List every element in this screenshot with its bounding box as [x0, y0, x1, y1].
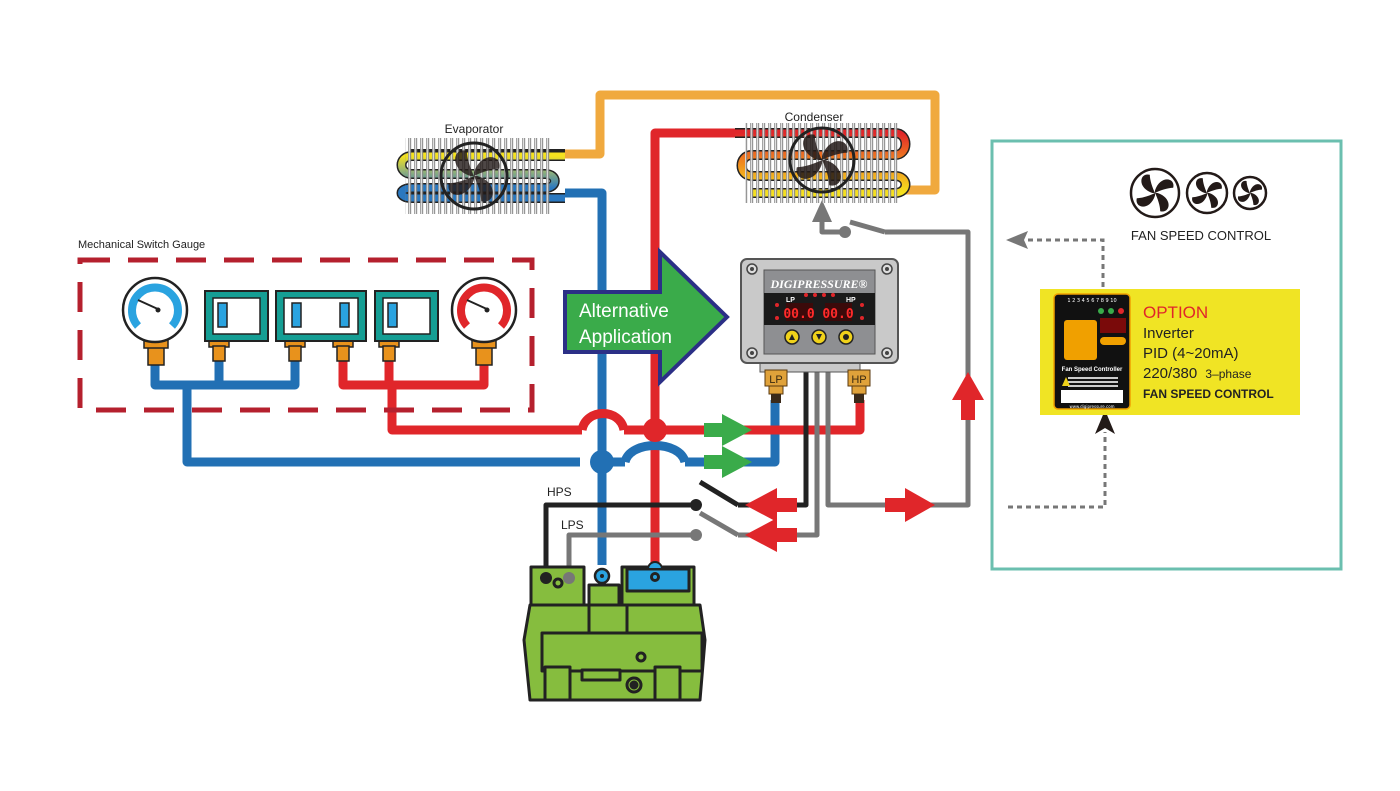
flow-arrow-red-line	[704, 414, 752, 446]
option-voltage-phase: 3–phase	[1205, 367, 1251, 381]
mechanical-switch-gauge-label: Mechanical Switch Gauge	[78, 239, 205, 251]
svg-text:1 2 3 4 5 6 7 8 9 10: 1 2 3 4 5 6 7 8 9 10	[1067, 298, 1116, 304]
dotted-arrow-up	[1095, 410, 1115, 434]
hp-display: 00.0	[822, 307, 853, 322]
fan-signal-arrow-up	[952, 372, 984, 420]
blue-junction	[590, 450, 614, 474]
lps-terminal	[563, 572, 575, 584]
hps-signal-arrow	[745, 488, 797, 522]
dotted-feedback-line-bottom	[1008, 432, 1107, 509]
condenser-fan-switch	[819, 215, 886, 235]
condenser-switch-pivot	[839, 226, 851, 238]
condenser: Condenser	[735, 110, 911, 203]
lps-signal-arrow	[745, 518, 797, 552]
hp-port: HP	[847, 369, 871, 403]
evaporator-label: Evaporator	[445, 122, 504, 136]
dotted-arrow-left	[1006, 231, 1028, 249]
digipressure-lp-label: LP	[786, 297, 795, 304]
lp-display: 00.0	[783, 307, 814, 322]
mechanical-switch-gauge-group: Mechanical Switch Gauge	[77, 239, 535, 413]
fan-icons	[1129, 167, 1268, 219]
condenser-label: Condenser	[785, 110, 844, 124]
red-junction	[643, 418, 667, 442]
discharge-pipe	[565, 90, 940, 195]
digipressure-brand: DIGIPRESSURE®	[770, 277, 868, 291]
condenser-fan-arrow	[812, 200, 832, 222]
hps-terminal	[540, 572, 552, 584]
svg-text:Fan Speed Controller: Fan Speed Controller	[1062, 367, 1123, 373]
hps-switch-pivot	[690, 499, 702, 511]
alternative-label-line1: Alternative	[579, 301, 669, 322]
alternative-application-arrow: Alternative Application	[563, 247, 730, 387]
digipressure-controller: DIGIPRESSURE® LP HP 00.0 00.0 LP HP	[740, 258, 899, 403]
digipressure-hp-label: HP	[846, 297, 856, 304]
fan-icon-small	[1232, 175, 1268, 211]
fan-speed-control-box: FAN SPEED CONTROL 1 2 3 4 5 6 7 8 9 10 F…	[990, 139, 1343, 571]
option-pid: PID (4~20mA)	[1143, 345, 1238, 362]
lps-switch-pivot	[690, 529, 702, 541]
pressure-switch-2	[374, 290, 439, 362]
high-pressure-gauge	[450, 276, 518, 366]
fan-signal-arrow-right	[885, 488, 935, 522]
suction-port	[593, 567, 611, 585]
svg-text:LP: LP	[769, 374, 782, 386]
flow-arrow-blue-line	[704, 446, 752, 478]
evaporator: Evaporator	[396, 122, 565, 214]
option-voltage-main: 220/380	[1143, 365, 1197, 382]
lps-label: LPS	[561, 518, 584, 532]
fan-icon-large	[1129, 167, 1181, 219]
signal-wires	[795, 229, 971, 538]
option-fan-speed-control: FAN SPEED CONTROL	[1143, 387, 1274, 401]
gauge-box-border	[77, 257, 535, 413]
option-title: OPTION	[1143, 303, 1208, 322]
dotted-feedback-line-top	[1025, 238, 1105, 287]
alternative-label-line2: Application	[579, 327, 672, 348]
fan-speed-controller-device: 1 2 3 4 5 6 7 8 9 10 Fan Speed Controlle…	[1053, 293, 1131, 410]
option-inverter: Inverter	[1143, 325, 1194, 342]
compressor	[522, 565, 707, 702]
svg-text:www.digipressure.com: www.digipressure.com	[1069, 404, 1114, 409]
option-voltage: 220/380 3–phase	[1143, 365, 1252, 382]
gauge-red-manifold	[338, 360, 865, 435]
pressure-switch-dual	[275, 290, 367, 362]
svg-text:HP: HP	[851, 374, 866, 386]
low-pressure-gauge	[121, 276, 189, 366]
discharge-port	[646, 561, 664, 570]
lp-port: LP	[764, 369, 788, 403]
pressure-switch-1	[204, 290, 269, 362]
hps-label: HPS	[547, 485, 572, 499]
fan-speed-control-label: FAN SPEED CONTROL	[1131, 228, 1271, 243]
fan-icon-medium	[1185, 171, 1229, 215]
blue-pipe-from-evaporator	[565, 188, 607, 565]
